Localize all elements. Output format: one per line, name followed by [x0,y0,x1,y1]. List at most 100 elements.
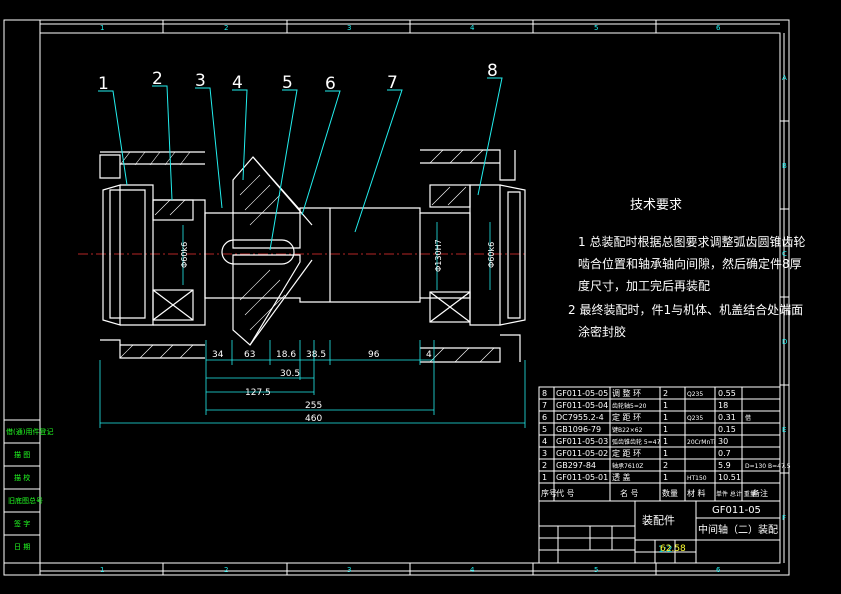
bom-cell-code: GF011-05-03 [556,437,608,446]
side-box-1: 描 图 [14,450,30,459]
balloon-4: 4 [232,73,243,93]
technical-requirements: 技术要求 1 总装配时根据总图要求调整弧齿圆锥齿轮 啮合位置和轴承轴向间隙，然后… [568,198,805,339]
zone-top-2: 2 [224,24,228,32]
zone-row-d: D [782,338,787,346]
bom-cell-no: 8 [542,389,547,398]
balloon-7: 7 [387,73,398,93]
bom-header: 序号 代 号 名 号 数量 材 料 单件 总计 重量 备注 [541,488,768,498]
title-block [538,500,781,564]
bom-cell-no: 3 [542,449,547,458]
bom-header-name: 名 号 [620,488,639,498]
tech-req-1b: 啮合位置和轴承轴向间隙，然后确定件8厚 [578,256,802,271]
bom-cell-code: GF011-05-02 [556,449,608,458]
side-box-5: 日 期 [14,543,30,551]
dim-38-5: 38.5 [306,350,326,360]
zone-bottom-5: 5 [594,566,598,574]
zone-ticks [162,20,789,575]
dim-63: 63 [244,350,255,360]
diameter-labels: Φ60k6 Φ130H7 Φ60k6 [180,239,496,272]
bom-cell-name: 调 整 环 [612,388,641,398]
zone-row-c: C [782,250,787,258]
balloon-numbers: 1 2 3 4 5 6 7 8 [98,61,498,94]
dimension-lines [99,222,526,428]
bom-cell-wt: 0.15 [718,425,736,434]
bom-cell-mat: 20CrMnTi [687,439,716,446]
bom-cell-name: 弧齿锥齿轮 5=47 [612,438,661,446]
bom-cell-qty: 1 [663,437,668,446]
side-box-0: 借(通)用件登记 [6,427,53,436]
bom-cell-name: 键B22×62 [612,426,643,434]
dim-phi-center: Φ130H7 [434,239,443,272]
dim-30-5: 30.5 [280,369,300,379]
bom-cell-qty: 1 [663,449,668,458]
zone-top-3: 3 [347,24,351,32]
side-box-4: 签 字 [14,519,30,528]
bom-cell-note: 借 [745,414,751,422]
drawing-scale: 1:2 [658,545,672,555]
dim-34: 34 [212,350,224,360]
zone-bottom-1: 1 [100,566,104,574]
bom-cell-no: 6 [542,413,547,422]
bom-header-no: 序号 [541,488,557,498]
bevel-gear [232,156,313,346]
dim-96: 96 [368,350,380,360]
zone-labels: 1 2 3 4 5 6 1 2 3 4 5 6 A B C D E F [100,24,787,574]
zone-bottom-6: 6 [716,566,721,574]
zone-bottom-2: 2 [224,566,228,574]
bom-cell-wt: 0.7 [718,449,731,458]
zone-top-5: 5 [594,24,598,32]
bom-cell-qty: 1 [663,473,668,482]
zone-top-6: 6 [716,24,721,32]
bom-cell-name: 齿轮轴5=20 [612,402,647,410]
bom-cell-name: 透 盖 [612,472,631,482]
bom-cell-note: D=130 B=47.5 [745,463,791,470]
dim-255: 255 [305,401,322,411]
zone-bottom-4: 4 [470,566,475,574]
bom-cell-qty: 1 [663,401,668,410]
bom-header-qty: 数量 [662,488,678,498]
zone-row-e: E [782,426,786,434]
dim-18-6: 18.6 [276,350,296,360]
zone-row-f: F [782,514,786,522]
drawing-number: GF011-05 [712,505,761,516]
dim-phi-left: Φ60k6 [180,242,189,268]
tech-req-2b: 涂密封胶 [578,324,626,339]
bom-header-code: 代 号 [556,488,575,498]
bom-cell-wt: 0.55 [718,389,736,398]
side-box-3: 旧底图总号 [8,496,43,505]
bom-cell-mat: Q235 [687,415,703,422]
side-box-labels: 借(通)用件登记 描 图 描 校 旧底图总号 签 字 日 期 [6,427,53,551]
bom-cell-code: GF011-05-04 [556,401,608,410]
bom-cell-wt: 30 [718,437,728,446]
bom-cell-no: 2 [542,461,547,470]
bom-cell-wt: 0.31 [718,413,736,422]
balloon-2: 2 [152,69,163,89]
tech-title: 技术要求 [630,198,682,213]
zone-row-a: A [782,74,787,82]
tech-req-1a: 1 总装配时根据总图要求调整弧齿圆锥齿轮 [578,234,805,249]
bom-cell-wt: 10.51 [718,473,741,482]
drawing-weight: 62.58 [660,544,686,554]
bom-cell-no: 7 [542,401,547,410]
zone-top-4: 4 [470,24,475,32]
bom-cell-wt: 5.9 [718,461,731,470]
side-box [3,419,41,564]
drawing-kind: 装配件 [642,514,675,527]
balloon-6: 6 [325,74,336,94]
bom-cell-name: 定 距 环 [612,448,641,458]
bom-cell-qty: 1 [663,413,668,422]
bom-cell-code: GB1096-79 [556,425,601,434]
bom-cell-no: 5 [542,425,547,434]
drawing-name: 中间轴（二）装配 [698,523,778,536]
bom-cell-mat: HT150 [687,475,707,482]
tech-req-1c: 度尺寸，加工完后再装配 [578,278,710,293]
bom-cell-qty: 2 [663,389,668,398]
bom-cell-no: 4 [542,437,547,446]
bom-cell-name: 轴承7610Z [612,462,643,470]
zone-row-b: B [782,162,787,170]
dimension-values: 34 63 18.6 38.5 96 4 30.5 127.5 255 460 [212,350,432,424]
title-block-text: GF011-05 装配件 中间轴（二）装配 1:2 62.58 [642,505,778,555]
side-box-2: 描 校 [14,473,30,482]
